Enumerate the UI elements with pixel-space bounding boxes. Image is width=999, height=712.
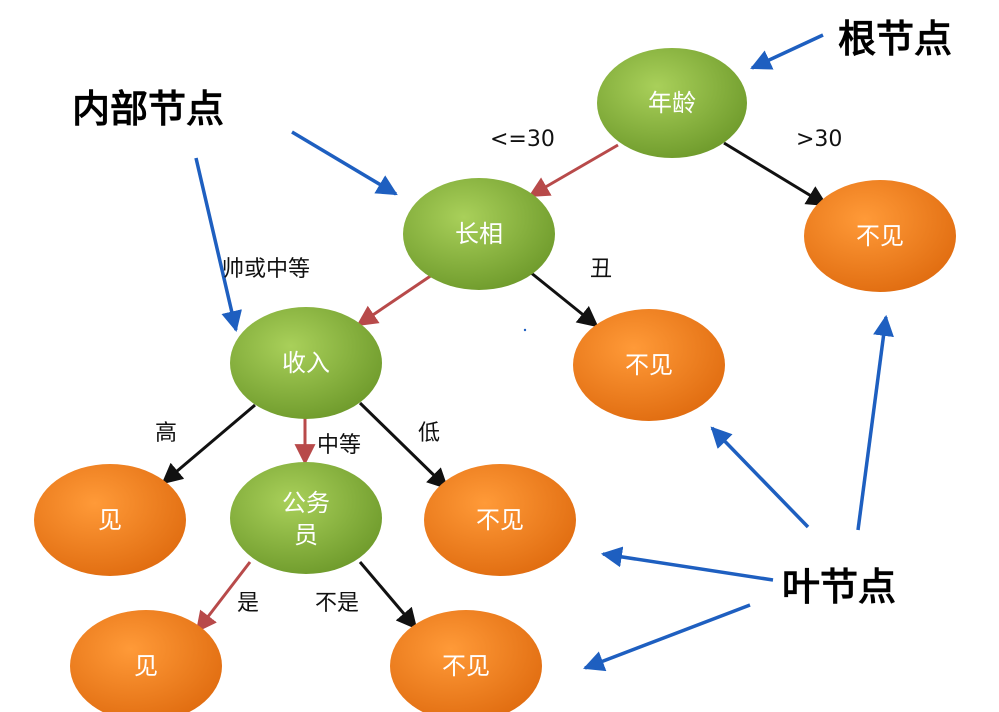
- edge-label-gt30: >30: [796, 127, 842, 152]
- edge-label-high: 高: [155, 421, 177, 446]
- internal-callout-arrow-1: [291, 130, 398, 196]
- leaf-no-label: 不见: [442, 652, 490, 680]
- callout-arrows: [194, 33, 894, 672]
- leaf-yes-label: 见: [134, 652, 158, 680]
- callout-labels: 根节点 内部节点 叶节点: [72, 17, 952, 609]
- leaf-node-high: 见: [34, 464, 186, 576]
- leaf-low-label: 不见: [476, 506, 524, 534]
- leaf-high-label: 见: [98, 506, 122, 534]
- leaf-callout-arrow-3: [600, 546, 774, 582]
- node-civil-servant-label-line1: 公务: [282, 489, 330, 517]
- edge-looks-leaf: [529, 270, 599, 328]
- edge-labels: <=30 >30 帅或中等 丑 高 中等 低 是 不是: [155, 127, 842, 616]
- node-age-label: 年龄: [648, 89, 696, 117]
- leaf-node-yes: 见: [70, 610, 222, 712]
- node-age: 年龄: [597, 48, 747, 158]
- stray-dot: [523, 328, 527, 332]
- tree-edges: [161, 141, 828, 633]
- edge-age-looks: [528, 143, 619, 198]
- edge-civil-no: [358, 561, 418, 630]
- node-civil-servant: 公务 员: [230, 462, 382, 574]
- leaf-callout-arrow-1: [710, 426, 810, 529]
- edge-label-ugly: 丑: [590, 257, 612, 282]
- leaf-node-low: 不见: [424, 464, 576, 576]
- leaf-gt30-label: 不见: [856, 222, 904, 250]
- leaf-node-gt30: 不见: [804, 180, 956, 292]
- leaf-callout-arrow-2: [856, 314, 894, 531]
- leaf-node-ugly: 不见: [573, 309, 725, 421]
- internal-node-callout: 内部节点: [72, 87, 224, 131]
- node-civil-servant-label-line2: 员: [294, 521, 318, 549]
- edge-label-no: 不是: [315, 591, 359, 616]
- edge-label-low: 低: [418, 421, 440, 446]
- leaf-callout-arrow-4: [583, 603, 751, 672]
- leaf-ugly-label: 不见: [625, 351, 673, 379]
- edge-income-leaf-high: [161, 403, 256, 485]
- edge-label-le30: <=30: [490, 127, 555, 152]
- edge-label-medium: 中等: [317, 433, 361, 458]
- root-node-callout: 根节点: [838, 17, 952, 61]
- node-income-label: 收入: [282, 349, 330, 377]
- edge-age-leaf: [723, 141, 828, 207]
- edge-civil-yes: [195, 561, 252, 633]
- leaf-node-no: 不见: [390, 610, 542, 712]
- node-looks: 长相: [403, 178, 555, 290]
- edge-label-yes: 是: [237, 591, 259, 616]
- internal-callout-arrow-2: [194, 157, 242, 333]
- root-callout-arrow: [750, 33, 824, 70]
- node-income: 收入: [230, 307, 382, 419]
- edge-label-good-looking: 帅或中等: [222, 257, 310, 282]
- node-looks-label: 长相: [455, 220, 503, 248]
- leaf-node-callout: 叶节点: [782, 565, 896, 609]
- edge-looks-income: [356, 273, 433, 327]
- edge-income-leaf-low: [358, 401, 449, 490]
